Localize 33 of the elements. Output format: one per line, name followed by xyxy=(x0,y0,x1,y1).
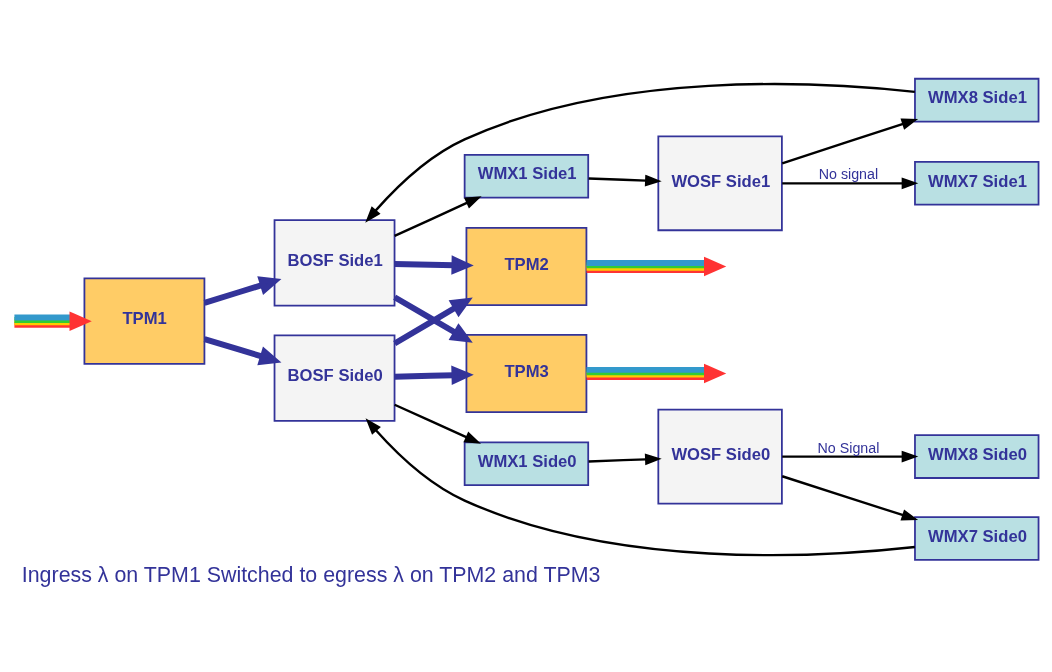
node-box: WOSF Side1 xyxy=(657,135,783,232)
arrow xyxy=(781,475,919,521)
arrow xyxy=(394,196,482,238)
arrow xyxy=(365,82,915,223)
arrow xyxy=(394,365,474,385)
arrow xyxy=(782,450,919,463)
node-box: WMX8 Side0 xyxy=(914,434,1040,479)
arrow xyxy=(588,453,662,466)
arrow xyxy=(586,363,727,384)
node-box: WMX7 Side1 xyxy=(914,161,1040,206)
arrow xyxy=(586,256,727,277)
node-box: WMX1 Side1 xyxy=(463,153,590,199)
node-box: WMX8 Side1 xyxy=(914,77,1040,123)
node-box: TPM1 xyxy=(83,277,206,365)
edge-label: No Signal xyxy=(817,439,880,456)
arrow xyxy=(781,118,919,165)
node-box: BOSF Side0 xyxy=(273,334,396,422)
arrow xyxy=(203,276,282,306)
node-box: BOSF Side1 xyxy=(273,219,396,307)
node-box: WMX1 Side0 xyxy=(463,441,590,486)
arrow xyxy=(394,403,482,444)
arrow xyxy=(14,311,92,331)
node-box: TPM3 xyxy=(465,333,588,413)
node-box: TPM2 xyxy=(465,227,588,306)
edge-label: No signal xyxy=(818,166,879,183)
arrow xyxy=(203,336,282,366)
node-box: WMX7 Side0 xyxy=(914,516,1040,561)
node-box: WOSF Side0 xyxy=(657,408,783,505)
caption: Ingress λ on TPM1 Switched to egress λ on TPM2 and TPM3 xyxy=(21,562,601,587)
arrow xyxy=(394,255,474,275)
arrow xyxy=(588,174,662,187)
arrow xyxy=(782,177,919,190)
arrow xyxy=(365,418,915,557)
